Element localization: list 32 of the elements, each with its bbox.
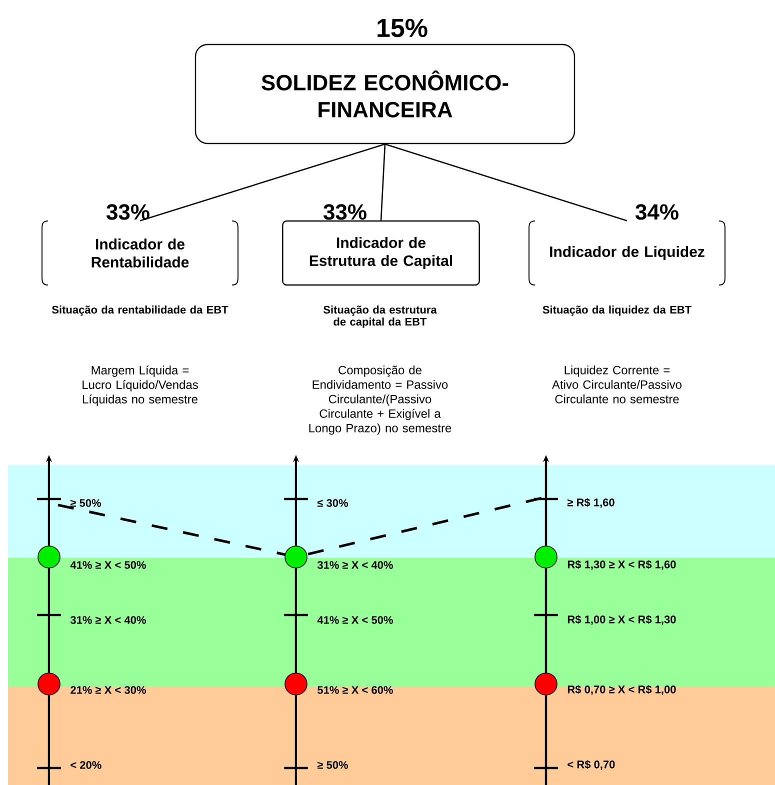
range-label: ≤ 30% bbox=[317, 499, 348, 507]
formula-text: Composição de Endividamento = Passivo Circulante/(Passivo Circulante + Exigível a Longo Prazo) no semestre bbox=[309, 366, 452, 435]
weight-percent: 33% bbox=[106, 204, 150, 220]
section-heading: Situação da liquidez da EBT bbox=[542, 306, 692, 316]
range-label: 21% ≥ X < 30% bbox=[70, 686, 146, 694]
connector-line bbox=[380, 144, 386, 220]
weight-percent: 15% bbox=[378, 18, 428, 38]
range-label: 41% ≥ X < 50% bbox=[70, 561, 146, 569]
weight-percent: 34% bbox=[635, 204, 678, 220]
weight-percent: 33% bbox=[323, 204, 366, 220]
range-label: ≥ 50% bbox=[70, 499, 101, 507]
indicator-bracket: Indicador de Liquidez bbox=[528, 220, 726, 286]
range-label: R$ 1,00 ≥ X < R$ 1,30 bbox=[568, 615, 676, 625]
range-label: < R$ 0,70 bbox=[568, 760, 615, 770]
section-heading: Situação da rentabilidade da EBT bbox=[52, 306, 228, 316]
range-label: R$ 0,70 ≥ X < R$ 1,00 bbox=[568, 685, 676, 695]
connector-line bbox=[384, 143, 628, 222]
range-label: < 20% bbox=[70, 761, 102, 769]
formula-text: Liquidez Corrente = Ativo Circulante/Passivo Circulante no semestre bbox=[552, 366, 682, 404]
section-heading: Situação da estrutura de capital da EBT bbox=[323, 306, 437, 328]
range-label: ≥ 50% bbox=[317, 761, 348, 769]
connector-line bbox=[140, 143, 386, 222]
range-label: 51% ≥ X < 60% bbox=[318, 686, 393, 694]
range-label: 41% ≥ X < 50% bbox=[317, 616, 393, 624]
range-label: R$ 1,30 ≥ X < R$ 1,60 bbox=[568, 560, 676, 570]
indicator-bracket: Indicador de Rentabilidade bbox=[42, 220, 238, 286]
formula-text: Margem Líquida = Lucro Líquido/Vendas Líquidas no semestre bbox=[82, 366, 198, 406]
range-label: ≥ R$ 1,60 bbox=[567, 498, 614, 508]
indicator-box: Indicador de Estrutura de Capital bbox=[282, 220, 480, 286]
title-box: SOLIDEZ ECONÔMICO-FINANCEIRA bbox=[194, 44, 576, 144]
range-label: 31% ≥ X < 40% bbox=[70, 616, 146, 624]
range-label: 31% ≥ X < 40% bbox=[317, 561, 393, 569]
